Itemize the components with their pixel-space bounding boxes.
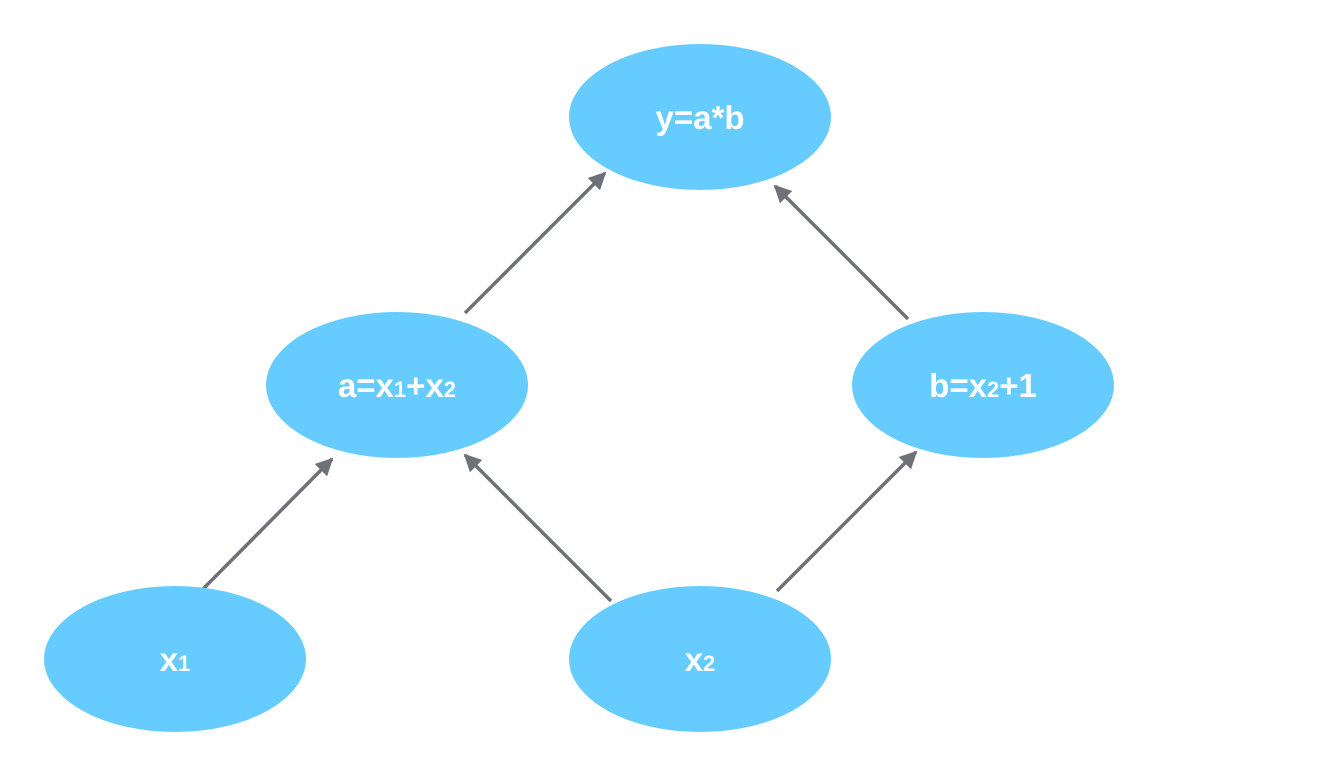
node-b-label: b=x2+1	[929, 367, 1037, 404]
edges	[200, 171, 918, 603]
label-text: +1	[999, 367, 1037, 404]
edge-a-to-y	[463, 171, 607, 315]
label-subscript: 2	[703, 651, 715, 676]
edge-x2-to-b	[775, 450, 918, 593]
label-subscript: 1	[178, 651, 190, 676]
label-subscript: 2	[444, 377, 456, 402]
label-text: b=x	[929, 367, 987, 404]
node-a: a=x1+x2	[266, 312, 528, 458]
label-text: +x	[406, 367, 444, 404]
node-y: y=a*b	[569, 44, 831, 190]
edge-b-to-y	[773, 184, 910, 321]
label-text: a=x	[338, 367, 395, 404]
edge-x1-to-a	[200, 457, 334, 592]
label-text: x	[160, 641, 179, 678]
node-a-label: a=x1+x2	[338, 367, 456, 404]
node-a-shape	[266, 312, 528, 458]
label-text: y=a*b	[656, 99, 745, 136]
node-x2: x2	[569, 586, 831, 732]
label-subscript: 1	[394, 377, 406, 402]
node-x2-shape	[569, 586, 831, 732]
node-x2-label: x2	[685, 641, 716, 678]
node-x1-shape	[44, 586, 306, 732]
edge-x2-to-a	[463, 453, 613, 603]
label-subscript: 2	[987, 377, 999, 402]
node-x1-label: x1	[160, 641, 191, 678]
node-x1: x1	[44, 586, 306, 732]
node-y-shape	[569, 44, 831, 190]
node-b: b=x2+1	[852, 312, 1114, 458]
label-text: x	[685, 641, 704, 678]
node-b-shape	[852, 312, 1114, 458]
node-y-label: y=a*b	[656, 99, 745, 136]
